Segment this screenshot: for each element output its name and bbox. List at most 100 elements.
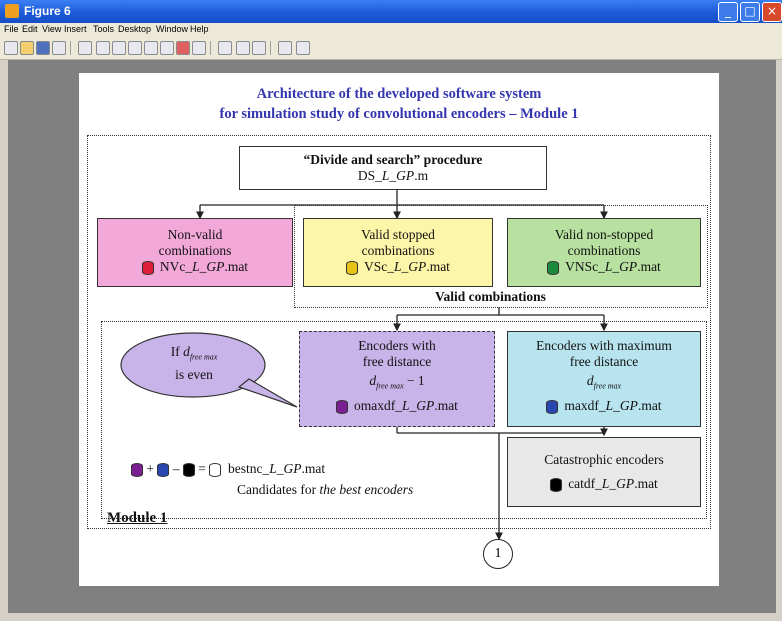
database-icon bbox=[141, 260, 154, 275]
bubble-symbol: d bbox=[183, 344, 190, 359]
omax-subscript: free max bbox=[376, 381, 404, 391]
module-label: Module 1 bbox=[107, 510, 168, 526]
maxdf-box: Encoders with maximum free distance dfre… bbox=[507, 331, 701, 427]
toolbar-separator bbox=[210, 41, 211, 55]
maxdf-subscript: free max bbox=[593, 381, 622, 391]
maxdf-line1: Encoders with maximum bbox=[536, 338, 672, 353]
file-prefix: NVc_ bbox=[159, 259, 193, 274]
nonvalid-line1: Non-valid bbox=[167, 227, 223, 242]
file-var: L_GP bbox=[605, 397, 638, 413]
database-icon bbox=[157, 462, 170, 477]
database-icon bbox=[346, 260, 359, 275]
catastrophic-encoders-box: Catastrophic encoders catdf_L_GP.mat bbox=[507, 437, 701, 507]
menu-edit[interactable]: Edit bbox=[22, 24, 38, 34]
omax-file: omaxdf_L_GP.mat bbox=[300, 398, 494, 414]
menu-window[interactable]: Window bbox=[156, 24, 189, 34]
diagram-area: Architecture of the developed software s… bbox=[79, 73, 719, 586]
divide-and-search-file: DS_L_GP.m bbox=[240, 168, 546, 184]
new-icon[interactable] bbox=[4, 41, 18, 55]
toolbar-separator bbox=[70, 41, 71, 55]
file-ext: .mat bbox=[634, 476, 658, 491]
condition-bubble-text: If dfree max is even bbox=[139, 343, 249, 383]
open-icon[interactable] bbox=[20, 41, 34, 55]
database-icon bbox=[131, 462, 143, 477]
stopped-line1: Valid stopped bbox=[361, 227, 435, 242]
diagram-title-line1: Architecture of the developed software s… bbox=[256, 86, 542, 102]
file-var: L_GP bbox=[381, 168, 415, 183]
module-1-border bbox=[87, 135, 711, 529]
hide-plot-tools-icon[interactable] bbox=[252, 41, 266, 55]
rotate-icon[interactable] bbox=[144, 41, 158, 55]
zoom-out-icon[interactable] bbox=[112, 41, 126, 55]
file-prefix: VNSc_ bbox=[565, 259, 605, 274]
maxdf-symbol: d bbox=[586, 373, 594, 388]
menu-desktop[interactable]: Desktop bbox=[118, 24, 152, 34]
print-icon[interactable] bbox=[52, 41, 66, 55]
file-ext: .mat bbox=[637, 259, 661, 274]
maximize-button[interactable]: □ bbox=[740, 2, 760, 22]
bubble-line2: is even bbox=[175, 366, 213, 382]
file-var: L_GP bbox=[601, 476, 635, 491]
formula-plus: + bbox=[146, 461, 154, 476]
data-cursor-icon[interactable] bbox=[160, 41, 174, 55]
brush-icon[interactable] bbox=[176, 41, 190, 55]
catastrophic-title: Catastrophic encoders bbox=[544, 452, 664, 467]
diagram-title-line2: for simulation study of convolutional en… bbox=[219, 106, 579, 122]
omax-symbol: d bbox=[369, 373, 377, 388]
database-icon bbox=[182, 462, 195, 477]
file-var: L_GP bbox=[394, 259, 427, 274]
save-icon[interactable] bbox=[36, 41, 50, 55]
toolbar-separator bbox=[270, 41, 271, 55]
show-plot-tools-icon[interactable] bbox=[278, 41, 292, 55]
file-prefix: VSc_ bbox=[364, 259, 395, 274]
file-var: L_GP bbox=[192, 259, 225, 274]
file-ext: .mat bbox=[637, 397, 662, 413]
file-prefix: catdf_ bbox=[568, 476, 602, 491]
menu-file[interactable]: File bbox=[4, 24, 19, 34]
condition-bubble-shape bbox=[120, 332, 298, 408]
divide-and-search-title: “Divide and search” procedure bbox=[303, 152, 483, 167]
valid-combinations-label: Valid combinations bbox=[435, 289, 546, 304]
menu-view[interactable]: View bbox=[42, 24, 62, 34]
nonvalid-line2: combinations bbox=[158, 243, 232, 258]
file-ext: .mat bbox=[224, 259, 249, 274]
file-prefix: maxdf_ bbox=[564, 397, 606, 413]
bubble-subscript: free max bbox=[189, 352, 218, 362]
window-titlebar: Figure 6 _ □ × bbox=[0, 0, 782, 23]
zoom-in-icon[interactable] bbox=[96, 41, 110, 55]
file-prefix: DS_ bbox=[357, 168, 382, 183]
colorbar-icon[interactable] bbox=[218, 41, 232, 55]
menubar: File Edit View Insert Tools Desktop Wind… bbox=[0, 23, 782, 37]
valid-stopped-box: Valid stopped combinations VSc_L_GP.mat bbox=[303, 218, 493, 287]
pointer-icon[interactable] bbox=[78, 41, 92, 55]
omax-line2: free distance bbox=[362, 354, 432, 369]
file-ext: .mat bbox=[434, 397, 458, 413]
dock-icon[interactable] bbox=[296, 41, 310, 55]
maxdf-line2: free distance bbox=[569, 354, 639, 369]
figure-toolbar bbox=[0, 37, 782, 60]
formula-minus: – bbox=[172, 461, 180, 476]
pan-icon[interactable] bbox=[128, 41, 142, 55]
file-var: L_GP bbox=[604, 259, 638, 274]
minimize-button[interactable]: _ bbox=[718, 2, 738, 22]
caption-part-a: Candidates for bbox=[237, 482, 320, 497]
nonstopped-line2: combinations bbox=[567, 243, 641, 258]
close-button[interactable]: × bbox=[762, 2, 782, 22]
link-icon[interactable] bbox=[192, 41, 206, 55]
file-ext: .m bbox=[414, 168, 429, 183]
formula-file-prefix: bestnc_ bbox=[228, 461, 270, 476]
menu-help[interactable]: Help bbox=[190, 24, 209, 34]
nonvalid-combinations-box: Non-valid combinations NVc_L_GP.mat bbox=[97, 218, 293, 287]
stopped-file: VSc_L_GP.mat bbox=[304, 259, 492, 275]
best-candidates-caption: Candidates for the best encoders bbox=[237, 482, 413, 498]
legend-icon[interactable] bbox=[236, 41, 250, 55]
nonvalid-file: NVc_L_GP.mat bbox=[98, 259, 292, 275]
menu-insert[interactable]: Insert bbox=[64, 24, 87, 34]
maxdf-file: maxdf_L_GP.mat bbox=[508, 398, 700, 414]
database-icon bbox=[336, 399, 349, 414]
file-prefix: omaxdf_ bbox=[354, 397, 403, 413]
maxdf-formula: dfree max bbox=[508, 370, 700, 398]
formula-equals: = bbox=[198, 461, 206, 476]
menu-tools[interactable]: Tools bbox=[93, 24, 115, 34]
omax-minus: − 1 bbox=[406, 373, 425, 388]
